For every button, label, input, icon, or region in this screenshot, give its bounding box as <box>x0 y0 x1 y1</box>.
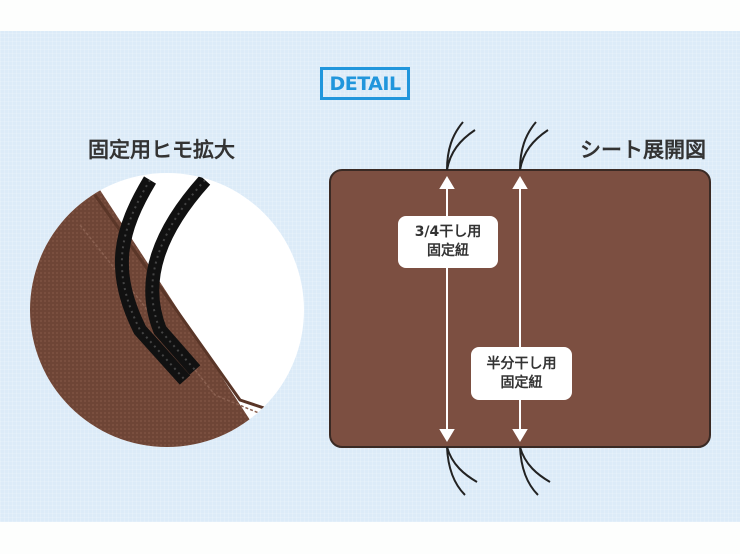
label-line1: 半分干し用 <box>486 355 557 372</box>
label-line1: 3/4干し用 <box>414 224 482 240</box>
label-line2: 固定紐 <box>500 374 543 391</box>
right-title: シート展開図 <box>580 138 706 162</box>
label-three-quarter-cord: 3/4干し用 固定紐 <box>398 216 498 268</box>
left-title: 固定用ヒモ拡大 <box>88 138 235 162</box>
sheet-diagram <box>329 121 711 496</box>
cord-closeup-photo <box>30 173 304 447</box>
detail-badge: DETAIL <box>320 67 410 100</box>
cord-ends <box>446 121 551 496</box>
label-line2: 固定紐 <box>427 243 469 259</box>
label-half-cord: 半分干し用 固定紐 <box>471 347 572 400</box>
